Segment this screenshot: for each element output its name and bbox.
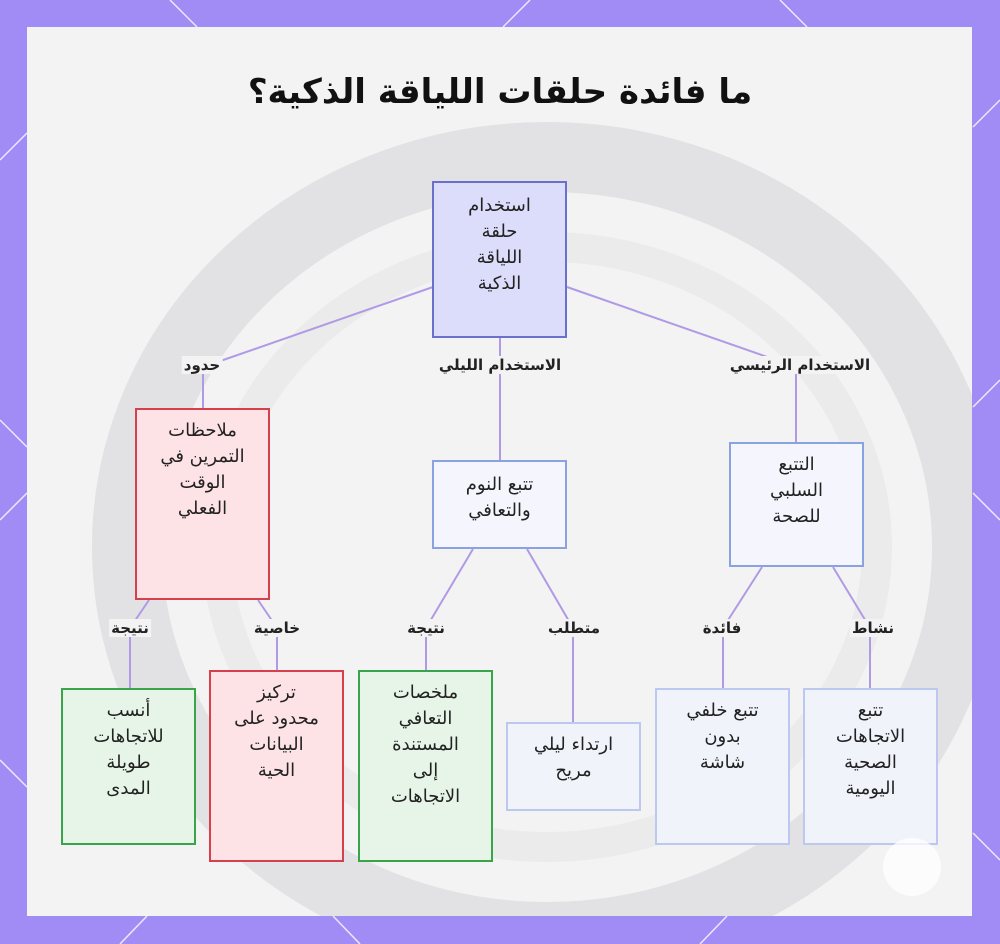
node-long-term-trends: أنسب للاتجاهات طويلة المدى (61, 688, 196, 845)
node-workout-feedback: ملاحظات التمرين في الوقت الفعلي (135, 408, 270, 600)
node-recovery-summaries-label: ملخصات التعافي المستندة إلى الاتجاهات (390, 682, 461, 807)
edge-label-result-workout: نتيجة (109, 619, 151, 637)
node-root-label: استخدام حلقة اللياقة الذكية (468, 195, 531, 294)
edge-workout-longterm (129, 599, 150, 688)
node-limited-live-data: تركيز محدود على البيانات الحية (209, 670, 344, 862)
node-root: استخدام حلقة اللياقة الذكية (432, 181, 567, 338)
edge-label-result-sleep: نتيجة (405, 619, 447, 637)
edge-label-night-use: الاستخدام الليلي (436, 356, 564, 374)
node-passive-tracking-label: التتبع السلبي للصحة (770, 454, 823, 527)
node-passive-tracking: التتبع السلبي للصحة (729, 442, 864, 567)
node-limited-live-data-label: تركيز محدود على البيانات الحية (234, 682, 319, 781)
node-sleep-tracking: تتبع النوم والتعافي (432, 460, 567, 549)
edge-label-requirement: متطلب (545, 619, 603, 637)
node-comfortable-wear-label: ارتداء ليلي مريح (533, 734, 614, 781)
edge-label-property: خاصية (251, 619, 303, 637)
watermark-logo (883, 838, 941, 896)
node-daily-trends-label: تتبع الاتجاهات الصحية اليومية (835, 700, 906, 799)
edge-label-main-use: الاستخدام الرئيسي (727, 356, 873, 374)
node-background-tracking-label: تتبع خلفي بدون شاشة (686, 700, 759, 773)
node-comfortable-wear: ارتداء ليلي مريح (506, 722, 641, 811)
node-daily-trends: تتبع الاتجاهات الصحية اليومية (803, 688, 938, 845)
node-background-tracking: تتبع خلفي بدون شاشة (655, 688, 790, 845)
edge-root-workout (202, 286, 434, 408)
node-recovery-summaries: ملخصات التعافي المستندة إلى الاتجاهات (358, 670, 493, 862)
edge-label-benefit: فائدة (700, 619, 744, 637)
page-title: ما فائدة حلقات اللياقة الذكية؟ (247, 72, 753, 112)
node-workout-feedback-label: ملاحظات التمرين في الوقت الفعلي (160, 420, 245, 519)
edge-label-activity: نشاط (849, 619, 897, 637)
node-sleep-tracking-label: تتبع النوم والتعافي (465, 474, 534, 521)
node-long-term-trends-label: أنسب للاتجاهات طويلة المدى (93, 700, 164, 799)
edge-label-limits: حدود (181, 356, 223, 374)
edge-sleep-recovery (425, 548, 474, 670)
